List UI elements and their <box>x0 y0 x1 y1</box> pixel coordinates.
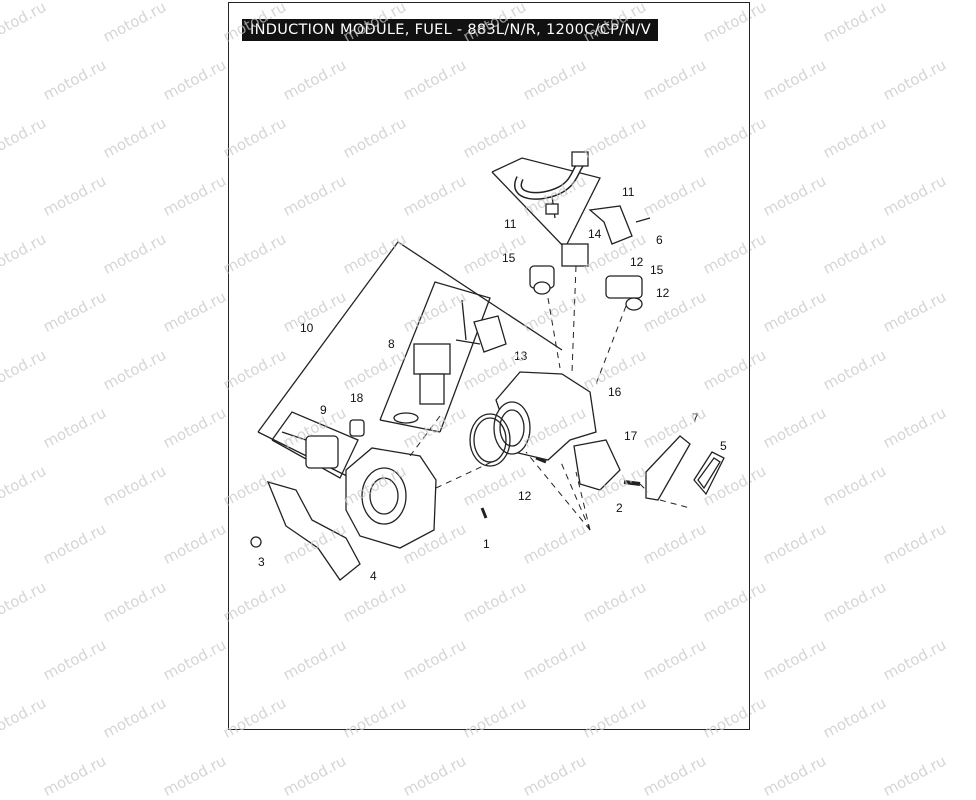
callout-label: 13 <box>514 349 528 363</box>
group-bracket-11 <box>491 157 601 250</box>
diagram-title: INDUCTION MODULE, FUEL - 883L/N/R, 1200C… <box>242 19 658 41</box>
callout-label: 17 <box>624 429 638 443</box>
callout-label: 6 <box>656 233 663 247</box>
watermark-text: motod.ru <box>520 751 590 800</box>
callout-label: 15 <box>650 263 664 277</box>
callout-label: 11 <box>622 185 635 199</box>
callout-label: 18 <box>350 391 364 405</box>
callout-label: 16 <box>608 385 622 399</box>
callout-label: 7 <box>692 411 699 425</box>
parts-diagram: 1 2 3 4 5 6 7 8 9 10 11 11 12 12 12 13 1… <box>250 151 727 583</box>
idle-air-control <box>413 343 451 375</box>
watermark-text: motod.ru <box>400 751 470 800</box>
watermark-text: motod.ru <box>40 751 110 800</box>
mounting-bracket <box>588 205 633 245</box>
callout-label: 5 <box>720 439 727 453</box>
callout-label: 2 <box>616 501 623 515</box>
callout-label: 4 <box>370 569 377 583</box>
watermark-text: motod.ru <box>160 751 230 800</box>
gasket-5 <box>693 451 725 496</box>
callout-label: 10 <box>300 321 314 335</box>
watermark-text: motod.ru <box>640 751 710 800</box>
sensor-9 <box>305 435 339 469</box>
callout-label: 12 <box>656 286 670 300</box>
sensor-13 <box>473 315 507 353</box>
spacer-18 <box>349 419 365 437</box>
watermark-text: motod.ru <box>760 751 830 800</box>
fuel-fitting <box>561 243 589 267</box>
callout-label: 3 <box>258 555 265 569</box>
manifold-seal <box>469 413 511 467</box>
callout-label: 14 <box>588 227 602 241</box>
sensor-17 <box>573 439 621 491</box>
callout-label: 15 <box>502 251 516 265</box>
watermark-text: motod.ru <box>880 751 950 800</box>
group-bracket-10 <box>257 241 563 433</box>
callout-label: 1 <box>483 537 490 551</box>
callout-label: 12 <box>518 489 532 503</box>
group-bracket-8 <box>379 281 491 433</box>
callout-label: 9 <box>320 403 327 417</box>
bracket-4 <box>266 481 361 581</box>
gasket-7 <box>645 435 691 501</box>
callout-label: 12 <box>630 255 644 269</box>
diagram-frame <box>228 2 750 730</box>
callout-label: 11 <box>504 217 517 231</box>
fuel-injector <box>605 275 643 299</box>
watermark-text: motod.ru <box>280 751 350 800</box>
callout-label: 8 <box>388 337 395 351</box>
